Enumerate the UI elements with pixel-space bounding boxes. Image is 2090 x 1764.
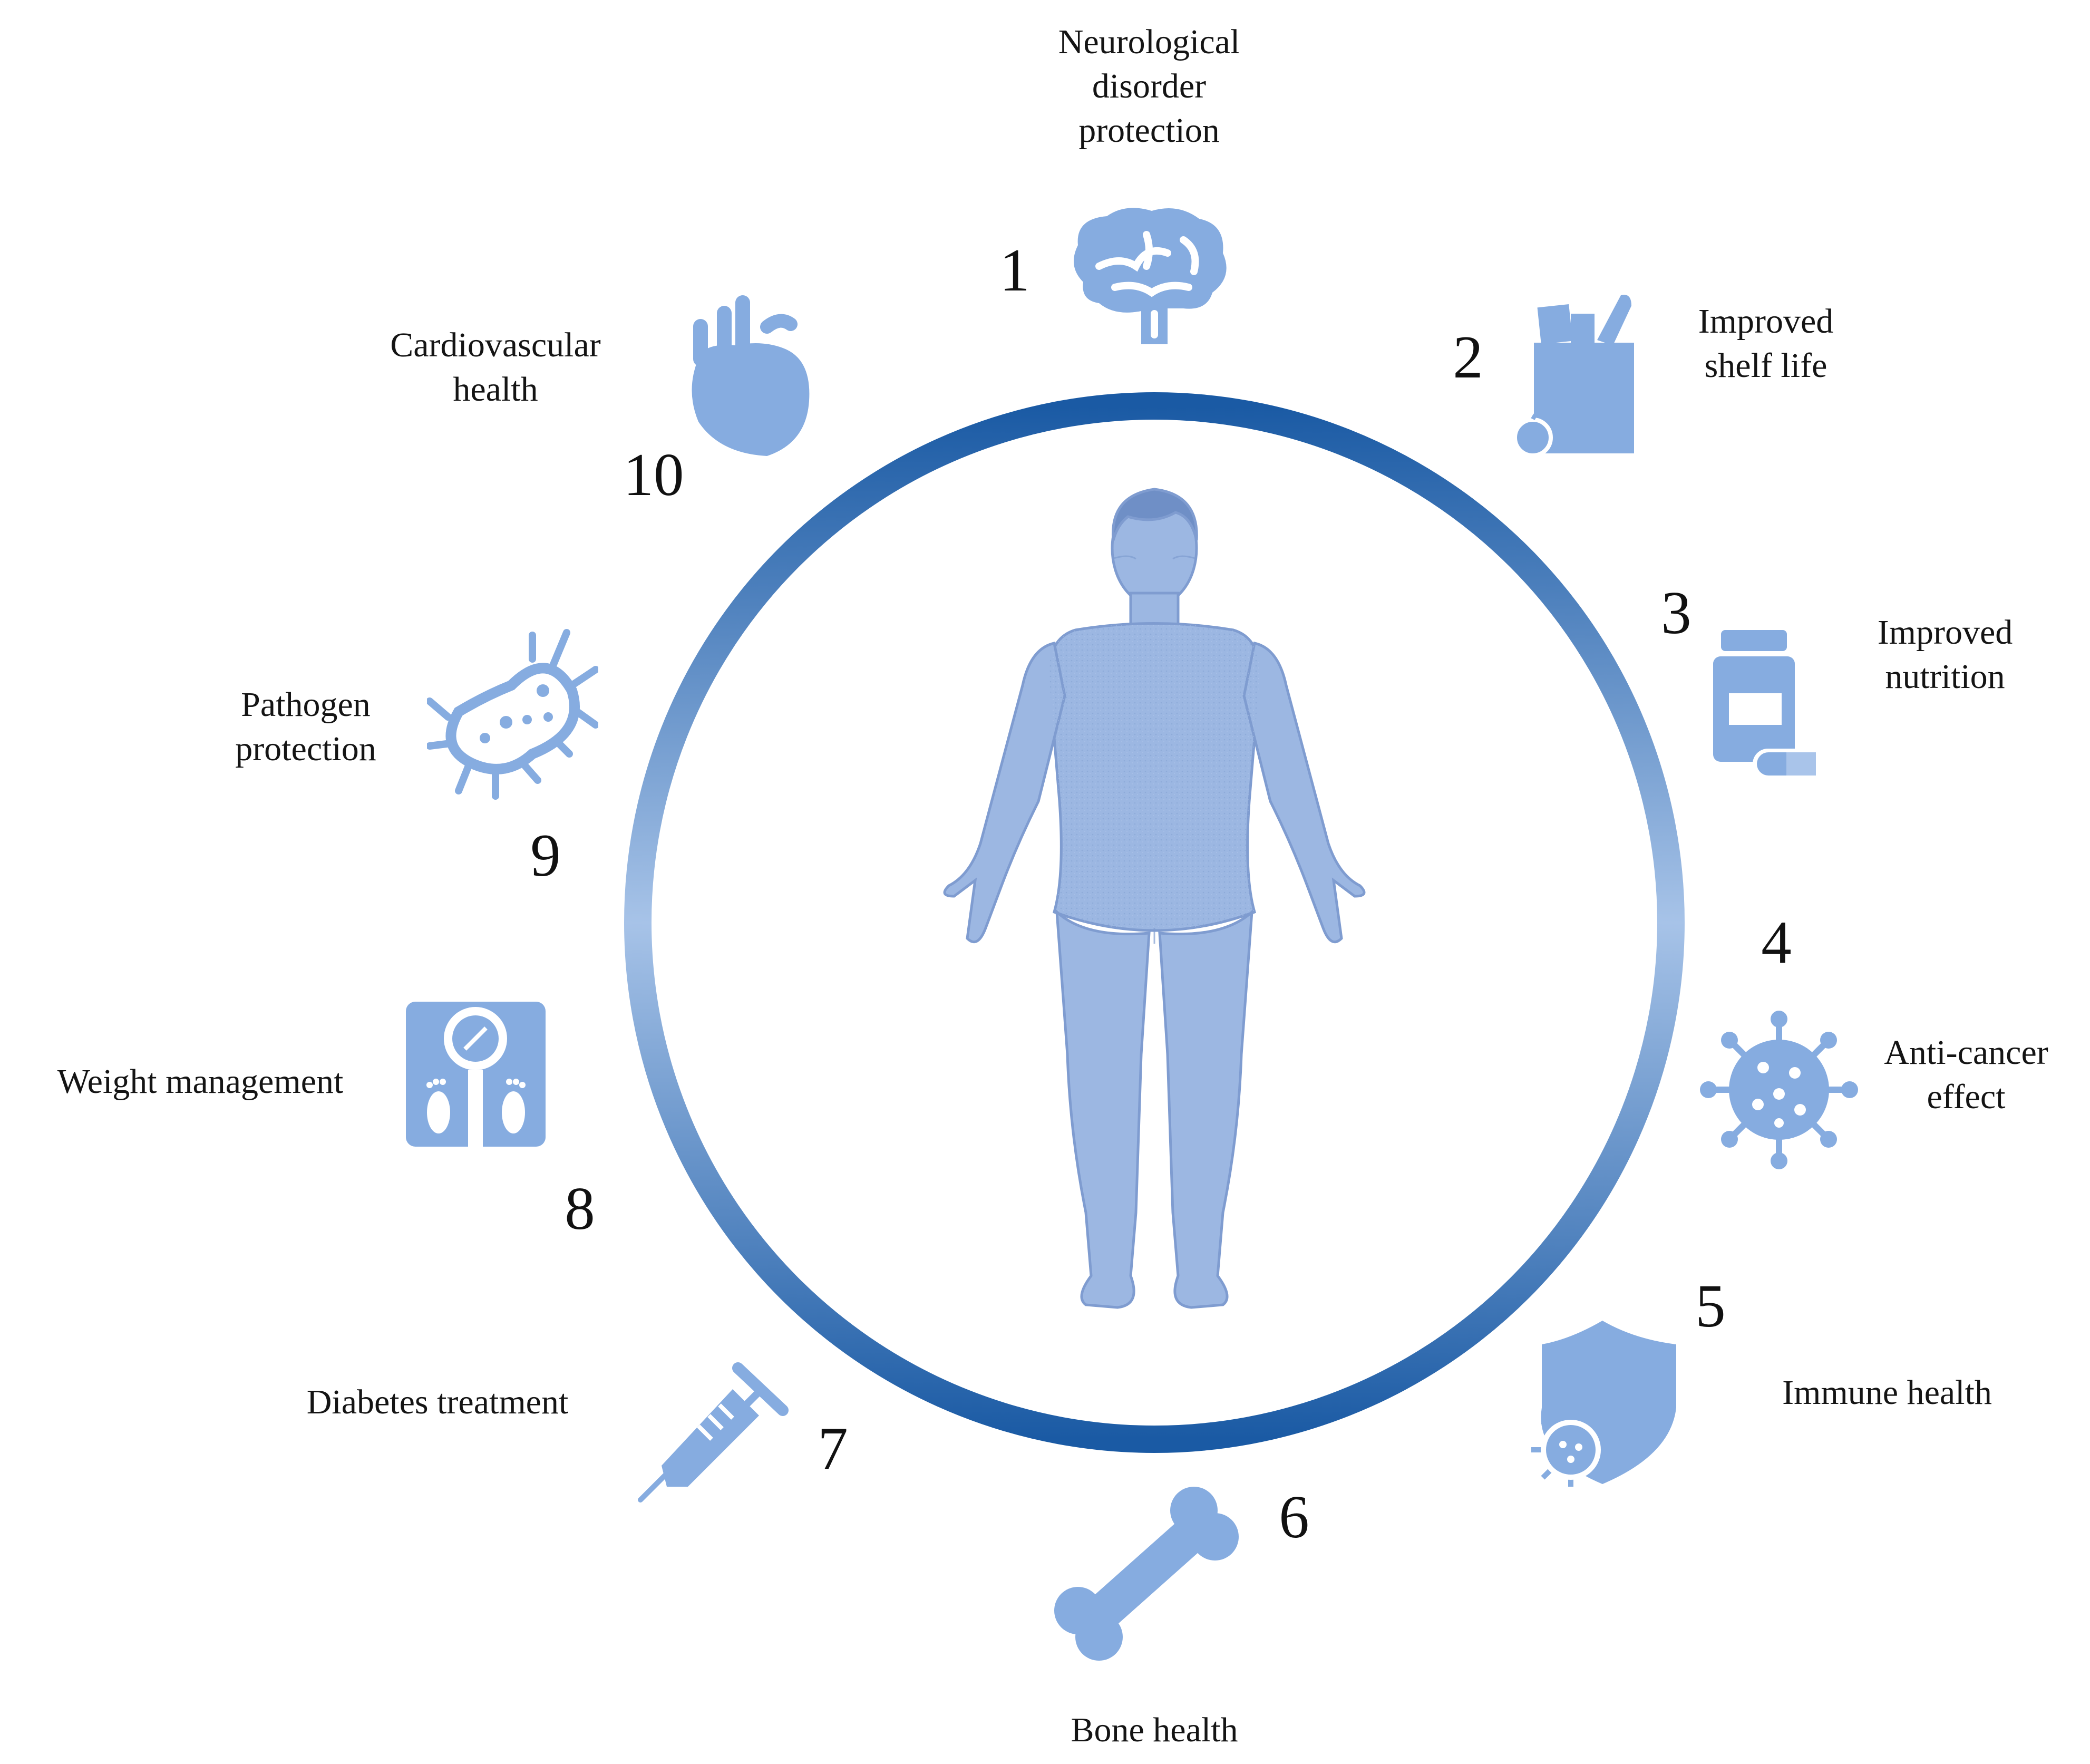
- label-cardiovascular-health: Cardiovascular health: [390, 326, 601, 409]
- label-weight-management: Weight management: [57, 1062, 344, 1101]
- label-diabetes-treatment: Diabetes treatment: [306, 1383, 569, 1421]
- grocery-bag-icon: [1513, 290, 1650, 459]
- syringe-icon: [635, 1352, 793, 1503]
- cancer-cell-icon: [1700, 1010, 1858, 1170]
- bacteria-icon: [427, 627, 598, 801]
- number-10: 10: [623, 441, 684, 508]
- label-improved-shelf-life: Improved shelf life: [1698, 302, 1834, 385]
- label-improved-nutrition: Improved nutrition: [1877, 613, 2013, 696]
- label-pathogen-protection: Pathogen protection: [235, 685, 376, 768]
- human-body: [943, 488, 1366, 1309]
- scale-icon: [406, 1002, 546, 1147]
- brain-icon: [1067, 203, 1231, 345]
- number-5: 5: [1695, 1273, 1726, 1340]
- number-4: 4: [1761, 909, 1792, 976]
- number-2: 2: [1453, 324, 1483, 391]
- label-neurological-disorder-protection: Neurological disorder protection: [1058, 23, 1240, 150]
- number-7: 7: [818, 1415, 848, 1482]
- number-3: 3: [1661, 579, 1692, 646]
- bone-icon: [1054, 1487, 1239, 1661]
- label-anti-cancer-effect: Anti-cancer effect: [1884, 1033, 2048, 1116]
- supplement-bottle-icon: [1710, 630, 1821, 780]
- number-9: 9: [530, 822, 561, 889]
- immune-shield-icon: [1523, 1318, 1681, 1487]
- number-1: 1: [999, 237, 1030, 304]
- label-immune-health: Immune health: [1782, 1373, 1992, 1412]
- number-6: 6: [1279, 1484, 1309, 1550]
- number-8: 8: [565, 1175, 595, 1242]
- label-bone-health: Bone health: [1071, 1711, 1238, 1749]
- heart-icon: [688, 295, 812, 459]
- center-ring: [624, 392, 1685, 1453]
